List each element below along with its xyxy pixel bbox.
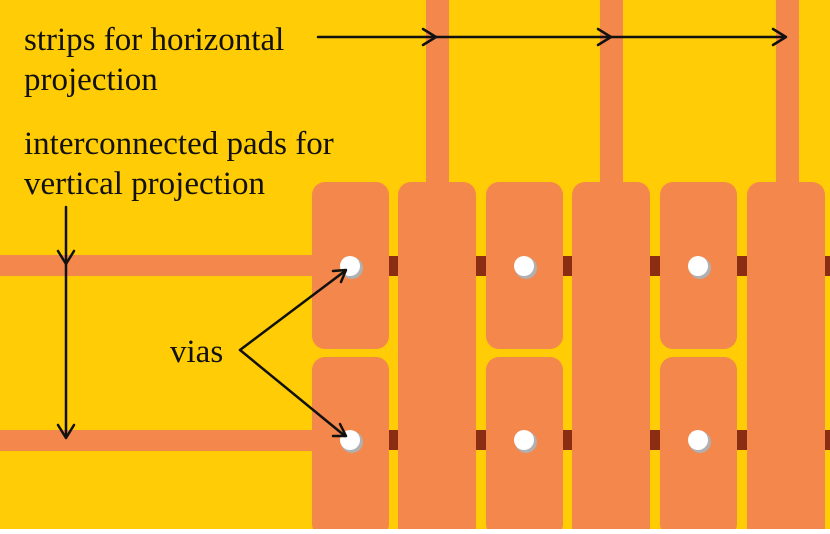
via <box>514 256 537 279</box>
strips-arrows <box>316 27 788 47</box>
pad-connector <box>563 256 572 276</box>
horizontal-strip-feed-1 <box>426 0 449 190</box>
pad-connector <box>563 430 572 450</box>
pads-label-line2: vertical projection <box>24 166 265 202</box>
pad-connector <box>737 430 747 450</box>
via <box>688 256 711 279</box>
strips-label-line1: strips for horizontal <box>24 22 284 58</box>
pad-connector <box>389 430 398 450</box>
pad-connector <box>476 430 486 450</box>
pads-label-line1: interconnected pads for <box>24 126 334 162</box>
horizontal-strip-feed-3 <box>776 0 799 190</box>
pad-connector <box>650 256 660 276</box>
pads-arrows <box>56 205 76 440</box>
vias-arrows <box>238 268 348 438</box>
via <box>688 430 711 453</box>
horizontal-strip-1 <box>398 182 476 534</box>
horizontal-strip-feed-2 <box>600 0 623 190</box>
pad-connector <box>825 256 830 276</box>
horizontal-strip-2 <box>572 182 650 534</box>
via <box>514 430 537 453</box>
pad-connector <box>737 256 747 276</box>
pad-connector <box>650 430 660 450</box>
vias-label: vias <box>170 334 223 370</box>
pad-connector <box>389 256 398 276</box>
horizontal-trace-top <box>0 255 330 276</box>
pad-connector <box>825 430 830 450</box>
strips-label-line2: projection <box>24 62 158 98</box>
horizontal-strip-3 <box>747 182 825 534</box>
pad-connector <box>476 256 486 276</box>
horizontal-trace-bottom <box>0 430 330 451</box>
